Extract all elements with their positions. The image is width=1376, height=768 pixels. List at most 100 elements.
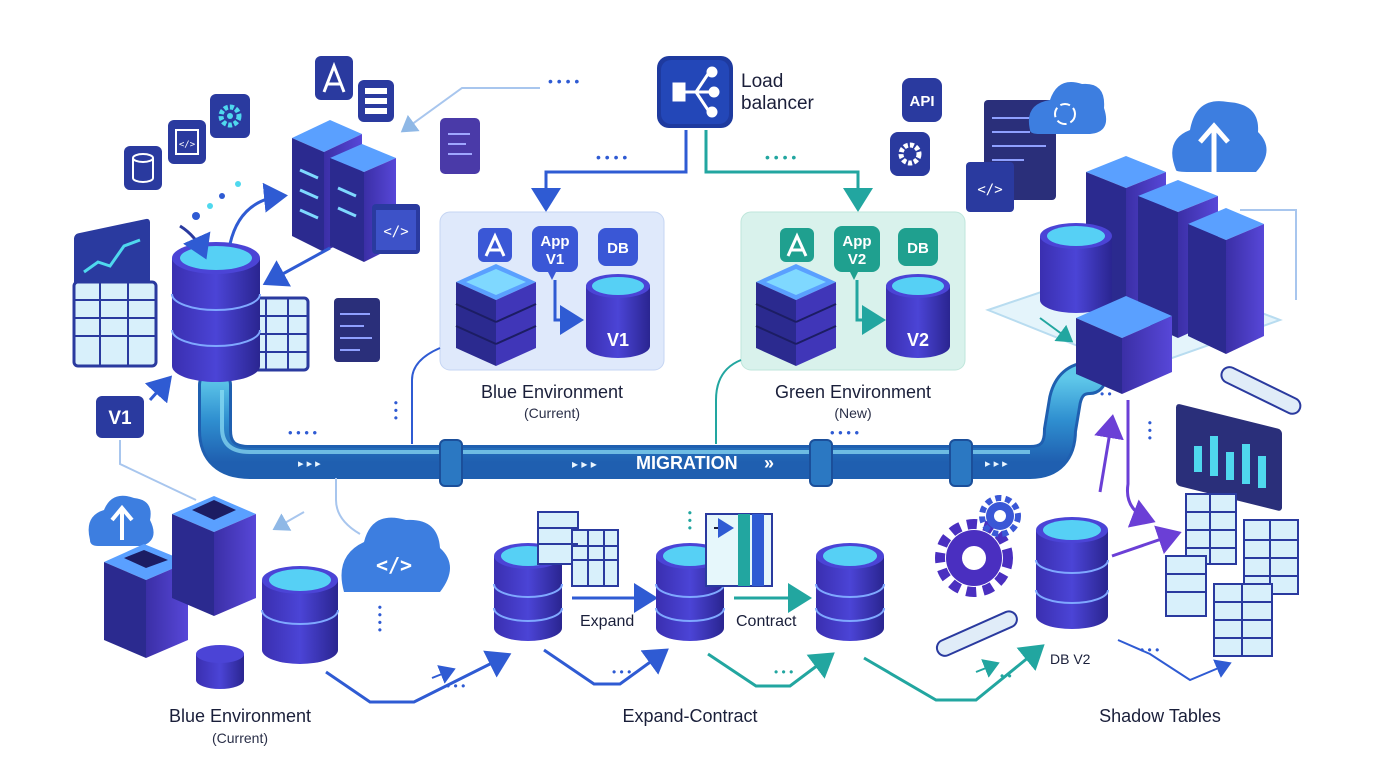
api-badge-label: API: [909, 93, 934, 110]
route-to-green-arrow: [704, 130, 873, 212]
server-list-icon: [358, 80, 394, 122]
db-version-label: V2: [907, 330, 929, 350]
dots: • • •: [446, 679, 465, 693]
top-left-cluster: </>: [72, 56, 540, 501]
app-v2-badge: App V2: [834, 226, 880, 280]
contract-label: Contract: [736, 613, 797, 630]
flow-arrow: [1039, 317, 1074, 343]
code-window-icon: </>: [966, 162, 1014, 212]
dots: • • •: [1143, 421, 1157, 440]
dashboard-chart-panel: [1176, 404, 1282, 511]
dots: • • • •: [765, 149, 796, 165]
db-badge: DB: [598, 228, 638, 266]
database-v2: V2: [886, 274, 950, 358]
green-env-top-title: Green Environment: [774, 382, 932, 402]
network-split-icon: [672, 66, 720, 118]
code-window-icon: </>: [372, 204, 420, 254]
app-to-db-arrow: [855, 280, 886, 335]
code-cloud-icon: </>: [341, 517, 450, 592]
db-version-label: V1: [607, 330, 629, 350]
shadow-table: [1185, 493, 1237, 565]
blue-env-connector: [411, 347, 441, 444]
shadow-database: [1035, 517, 1109, 629]
svg-text:</>: </>: [376, 553, 412, 577]
server-to-db-arrow: [262, 246, 331, 287]
dots: • • • •: [830, 425, 859, 440]
app-to-db-arrow: [553, 280, 584, 335]
dots: • • •: [1140, 643, 1159, 657]
blue-env-top-subtitle: (Current): [523, 405, 580, 421]
dots: • • • •: [288, 425, 317, 440]
load-balancer-label: Load balancer: [741, 71, 814, 115]
dots: • • •: [774, 665, 793, 679]
progress-bar: [935, 610, 1018, 657]
green-environment-top: App V2 DB V2: [740, 211, 966, 371]
flow-arrow: [325, 650, 512, 704]
flow-arrow: [1111, 525, 1182, 558]
blue-environment-bottom: </> • • • •: [88, 478, 450, 689]
connector-line: [335, 478, 361, 535]
gear-icon: [935, 519, 1013, 597]
db-badge: DB: [898, 228, 938, 266]
flow-arrow: [400, 87, 540, 133]
dots: • •: [1100, 387, 1112, 401]
shadow-table: [1243, 519, 1299, 595]
database-contracted: [815, 543, 885, 641]
shadow-db-label: DB V2: [1050, 651, 1091, 667]
migration-pipe: ▸ ▸ ▸ ▸ ▸ ▸ ▸ ▸ ▸ MIGRATION »: [198, 361, 1107, 487]
load-balancer: • • • • • • • • • • • •: [531, 56, 873, 212]
flow-arrow: [1094, 414, 1124, 493]
gear-icon: [979, 495, 1021, 537]
flow-arrow: [707, 652, 835, 688]
database: [261, 566, 339, 664]
green-env-connector: [715, 359, 742, 444]
flow-arrow: [863, 644, 1045, 702]
dots: • • •: [389, 401, 403, 420]
code-file-icon: </>: [168, 120, 206, 164]
dots: • • • •: [596, 149, 627, 165]
database-icon: [124, 146, 162, 190]
upload-cloud-icon: [88, 495, 154, 546]
connector-line: [119, 440, 197, 501]
expand-contract-section: • • • Expand • • •: [325, 511, 1045, 704]
schema-tables-icon: [537, 511, 619, 587]
db-badge-label: DB: [607, 240, 629, 257]
pipe-suffix-arrows: »: [764, 453, 774, 473]
svg-text:V2: V2: [848, 251, 866, 268]
server-stack: [172, 496, 256, 616]
svg-text:App: App: [842, 233, 871, 250]
dots: • • •: [683, 511, 697, 530]
svg-text:App: App: [540, 233, 569, 250]
blue-env-bottom-subtitle: (Current): [211, 730, 268, 746]
api-badge: API: [902, 78, 942, 122]
blue-environment-top: App V1 DB V1: [439, 211, 665, 371]
dots: • • • •: [373, 605, 387, 632]
v1-tag: V1: [96, 396, 144, 438]
replica-database: [1040, 223, 1112, 313]
small-database: [196, 645, 244, 689]
db-badge-label: DB: [907, 240, 929, 257]
flow-arrow: [543, 648, 669, 686]
load-balancer-line1: Load: [741, 71, 784, 92]
connector-line: [1240, 209, 1297, 300]
load-balancer-line2: balancer: [741, 93, 814, 114]
bar-chart-panel: [74, 218, 150, 300]
dots: • • • •: [548, 73, 579, 89]
expand-label: Expand: [580, 613, 634, 630]
gear-icon: [890, 132, 930, 176]
svg-text:V1: V1: [546, 251, 564, 268]
shadow-table: [1213, 583, 1273, 657]
shadow-tables-section: DB V2 • • •: [935, 493, 1299, 682]
flow-arrow: [975, 659, 1000, 678]
flow-arrow: [1117, 639, 1232, 682]
terminal-icon: [440, 118, 480, 174]
outflow-arrow: [228, 182, 288, 245]
pipe-prefix-arrows: ▸ ▸ ▸: [572, 457, 597, 471]
app-store-icon: [780, 228, 814, 262]
svg-text:</>: </>: [179, 140, 196, 150]
shadow-table: [1165, 555, 1207, 617]
gear-icon: [210, 94, 250, 138]
flow-arrow: [1125, 400, 1156, 528]
top-right-cluster: API </>: [890, 78, 1302, 528]
